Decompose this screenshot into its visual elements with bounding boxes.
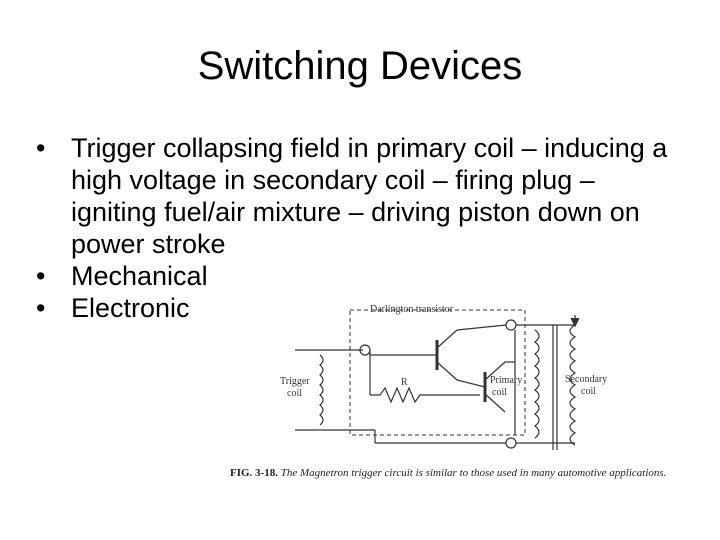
figure-number: FIG. 3-18. (230, 467, 278, 479)
resistor (370, 386, 480, 404)
trigger-coil-label: Trigger (280, 376, 310, 387)
trigger-coil-label: coil (287, 388, 302, 399)
figure-caption: FIG. 3-18. The Magnetron trigger circuit… (230, 467, 670, 480)
primary-coil (534, 329, 540, 439)
secondary-coil (569, 324, 577, 446)
circuit-diagram: Darlington transistor Trigger coil R Pri… (275, 300, 655, 465)
trigger-coil (319, 354, 324, 426)
secondary-coil-label: coil (581, 386, 596, 397)
terminal-bottom (505, 437, 517, 449)
primary-coil-label: Primary (490, 375, 522, 386)
darlington-label: Darlington transistor (370, 304, 454, 315)
bullet-item: Mechanical (36, 260, 686, 292)
terminal-top (505, 319, 517, 331)
figure-caption-text: The Magnetron trigger circuit is similar… (280, 467, 667, 479)
darlington-box (349, 309, 526, 436)
slide-title: Switching Devices (197, 44, 523, 88)
secondary-coil-label: Secondary (565, 374, 607, 385)
bullet-list: Trigger collapsing field in primary coil… (36, 132, 686, 324)
resistor-label: R (401, 377, 408, 388)
bullet-item: Trigger collapsing field in primary coil… (36, 132, 686, 260)
primary-coil-label: coil (492, 387, 507, 398)
bullet-item: Electronic (36, 292, 686, 324)
